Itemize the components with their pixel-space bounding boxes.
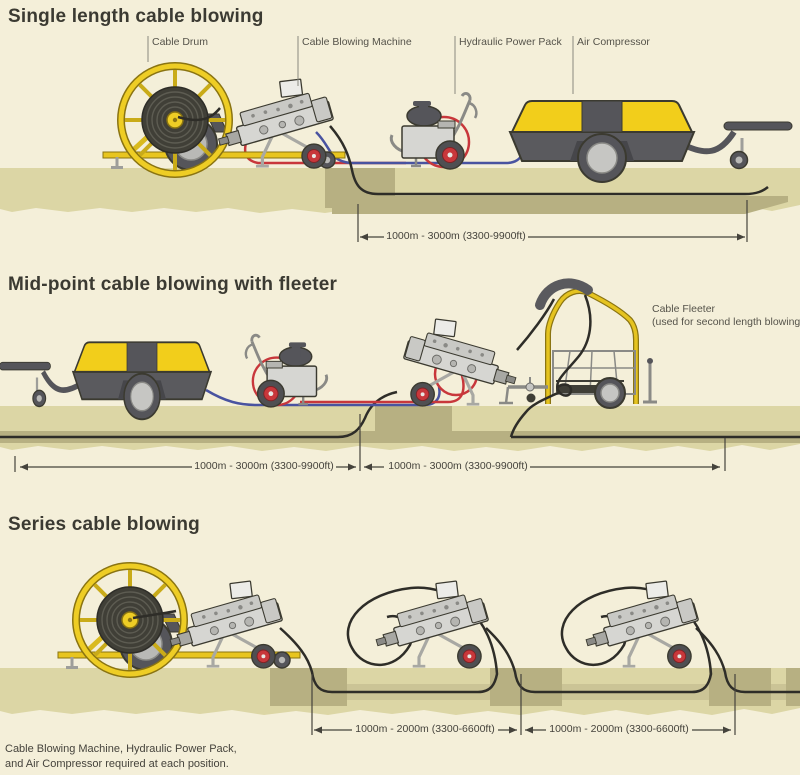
hose-blue-2	[205, 386, 441, 407]
label-cable-fleeter: Cable Fleeter (used for second length bl…	[652, 303, 800, 329]
section3-graphic	[0, 566, 800, 735]
cable-fleeter-to-duct	[509, 390, 561, 438]
duct-entry-3b	[490, 668, 562, 706]
cable-outlet-3c	[695, 627, 800, 694]
section1-graphic	[0, 36, 800, 242]
label-cable-fleeter-line1: Cable Fleeter	[652, 303, 716, 315]
label-cable-fleeter-line2: (used for second length blowing)	[652, 316, 800, 328]
duct-entry-3d	[786, 668, 800, 706]
duct-entry-3a	[270, 668, 347, 706]
measurement-section1: 1000m - 3000m (3300-9900ft)	[386, 230, 526, 242]
cable-drum-to-machine-1	[177, 107, 221, 122]
cable-outlet-3a	[279, 627, 478, 694]
duct-entry-2	[375, 406, 452, 443]
section2-graphic	[0, 278, 800, 472]
section3-title: Series cable blowing	[8, 514, 200, 535]
cable-loop-3	[560, 586, 713, 694]
dimension-1	[357, 200, 748, 242]
section1-title: Single length cable blowing	[8, 6, 264, 27]
label-leaders-1	[147, 36, 574, 94]
measurement-section3-right: 1000m - 2000m (3300-6600ft)	[549, 723, 689, 735]
blowing-machine-3b	[364, 570, 491, 670]
cable-fleeter	[499, 278, 657, 438]
dimension-3	[311, 674, 736, 735]
cable-drum-to-machine-3	[132, 609, 177, 620]
measurement-section2-left: 1000m - 3000m (3300-9900ft)	[194, 460, 334, 472]
power-pack-1	[389, 91, 478, 171]
footer-note-line2: and Air Compressor required at each posi…	[5, 757, 229, 770]
label-blowing-machine: Cable Blowing Machine	[302, 36, 412, 48]
cable-loop-2	[346, 586, 499, 694]
duct-trench-1	[332, 196, 788, 214]
section2-title: Mid-point cable blowing with fleeter	[8, 274, 338, 295]
cable-machine-to-fleeter	[516, 298, 556, 351]
footer-note: Cable Blowing Machine, Hydraulic Power P…	[5, 742, 237, 771]
power-pack-2	[244, 333, 329, 409]
label-air-compressor: Air Compressor	[577, 36, 650, 48]
cable-underground-left-2	[0, 390, 398, 439]
label-power-pack: Hydraulic Power Pack	[459, 36, 562, 48]
cable-fleeter-loop	[555, 294, 592, 397]
footer-note-line1: Cable Blowing Machine, Hydraulic Power P…	[5, 743, 237, 755]
cable-outlet-3b	[485, 627, 692, 694]
measurement-section2-right: 1000m - 3000m (3300-9900ft)	[388, 460, 528, 472]
duct-entry-3c	[709, 668, 771, 706]
cable-into-duct-1	[329, 125, 769, 196]
measurement-section3-left: 1000m - 2000m (3300-6600ft)	[355, 723, 495, 735]
label-cable-drum: Cable Drum	[152, 36, 209, 48]
dimension-2	[14, 414, 726, 472]
fleeter-cable-guide	[535, 278, 593, 310]
